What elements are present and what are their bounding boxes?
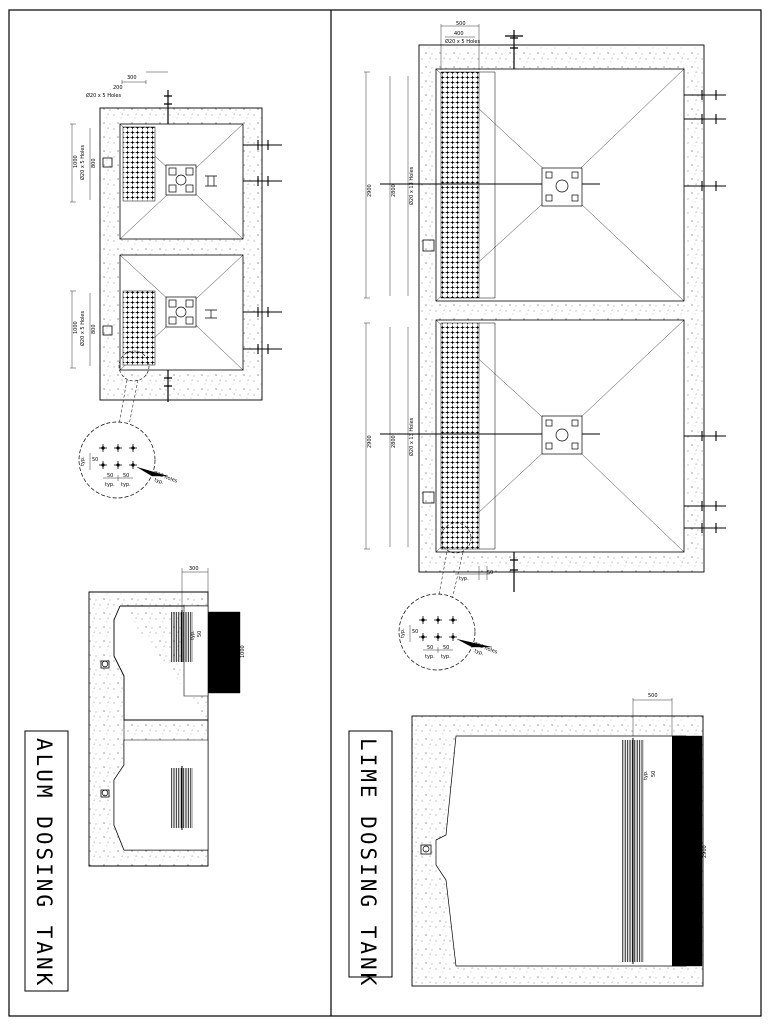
alum-section-d1: 50 [197,631,203,637]
lime-dim-2900-top: 2900 [367,184,373,197]
alum-section-d2: typ. [190,630,196,640]
alum-dim-800-top: 800 [91,158,97,168]
alum-dim-800-bottom: 800 [91,324,97,334]
alum-hole-strip-upper [122,126,156,202]
alum-detail-c: 50 [107,473,113,479]
lime-detail-d: 50 [443,645,449,651]
lime-dim-2800-bottom: 2800 [391,435,397,448]
alum-title: ALUM DOSING TANK [32,738,56,988]
lime-pipe-outlet [510,552,518,592]
alum-section-view: 300 1000 50 typ. [88,566,246,867]
lime-dim-400: 400 [454,31,464,37]
alum-agitator-lower [165,296,197,328]
lime-hole-strip-upper [440,71,480,299]
alum-dim-1000-bottom: 1000 [73,321,79,334]
alum-detail-d: 50 [123,473,129,479]
lime-dim-holes-top: Ø20 x 13 Holes [408,166,415,205]
alum-plan-view: 200 300 Ø20 x 5 Holes 1000 800 Ø20 x 5 H… [70,71,282,402]
lime-section-view: 500 2900 50 typ. [411,693,708,987]
lime-detail-holes-typ: typ. [473,648,485,657]
alum-hole-strip-lower [122,290,156,366]
lime-section-d1: 50 [651,771,657,777]
lime-hole-strip-lower [440,322,480,550]
alum-pipe-outlet [164,370,172,402]
lime-dim-foot-50: 50 [487,570,493,576]
alum-agitator-upper [165,164,197,196]
alum-detail-f: typ. [121,482,131,488]
alum-dim-1000-top: 1000 [73,155,79,168]
alum-hole-detail: 50 typ. 50 50 typ. typ. Ø20 holes typ. [78,350,179,499]
alum-section-width: 300 [189,566,199,572]
alum-dim-300: 300 [127,75,137,81]
alum-detail-a: 50 [92,457,98,463]
lime-dim-holes-bottom: Ø20 x 13 Holes [408,417,415,456]
alum-detail-holes-typ: typ. [153,477,165,486]
lime-section-width: 500 [648,693,658,699]
alum-detail-b: typ. [80,456,86,466]
lime-dim-2900-bottom: 2900 [367,435,373,448]
alum-dim-holes-side-bottom: Ø20 x 5 Holes [79,311,86,346]
lime-section-height: 2900 [702,845,708,858]
lime-detail-a: 50 [412,629,418,635]
lime-plan-view: 500 400 Ø20 x 5 Holes 2900 2800 Ø20 x 13… [364,21,726,592]
sheet-border [8,9,762,1017]
alum-title-block: ALUM DOSING TANK [24,730,69,992]
lime-detail-c: 50 [427,645,433,651]
alum-dim-200: 200 [113,85,123,91]
lime-dim-2800-top: 2800 [391,184,397,197]
lime-section-d2: typ. [643,770,649,780]
lime-dim-foot-typ: typ. [459,576,469,582]
alum-dim-holes-side-top: Ø20 x 5 Holes [79,145,86,180]
alum-detail-e: typ. [105,482,115,488]
lime-detail-b: typ. [400,628,406,638]
lime-pipe-inlet [505,30,523,69]
lime-detail-e: typ. [425,654,435,660]
lime-dim-holes: Ø20 x 5 Holes [445,38,480,45]
alum-pipe-inlet [164,90,172,124]
lime-dim-500: 500 [456,21,466,27]
alum-section-height: 1000 [240,645,246,658]
lime-detail-f: typ. [441,654,451,660]
lime-agitator-lower [541,415,583,455]
lime-title: LIME DOSING TANK [356,738,380,988]
lime-agitator-upper [541,167,583,207]
alum-dim-holes: Ø20 x 5 Holes [86,92,121,99]
lime-title-block: LIME DOSING TANK [348,730,393,988]
